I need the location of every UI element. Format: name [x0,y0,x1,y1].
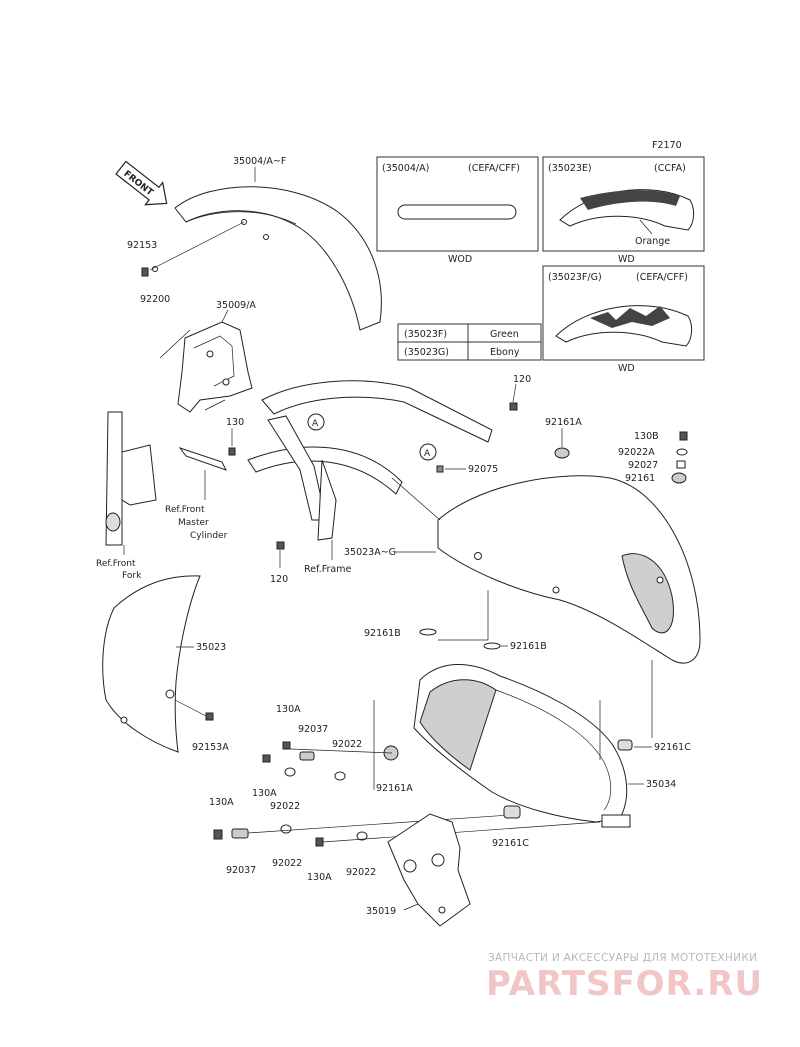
label-35004: 35004/A~F [233,156,286,167]
label-ref-master-cylinder-1: Ref.Front [165,505,205,515]
grommet-92161b-right [483,642,501,650]
label-ref-front-fork-1: Ref.Front [96,559,136,569]
inset-35023e-caption: WD [618,254,635,265]
label-92161a-top: 92161A [545,417,582,428]
inset-35023e: (35023E) (CCFA) Orange WD [542,156,705,265]
inset-35004a: (35004/A) (CEFA/CFF) WOD [376,156,539,265]
bolt-130b [679,431,688,441]
bolt-92153a [205,712,214,721]
washer-92022-4 [356,831,368,841]
label-92037-1: 92037 [298,724,328,735]
color-table-color-2: Ebony [490,347,520,358]
inset-35023e-note: Orange [635,236,670,247]
inset-35023fg: (35023F/G) (CEFA/CFF) WD [542,265,705,374]
color-table-code-2: (35023G) [404,347,449,358]
front-fork-reference [105,411,157,546]
bolt-92153 [141,266,158,277]
label-130: 130 [226,417,244,428]
inset-35023e-market: (CCFA) [654,163,686,174]
cushion-92161c-right [617,739,633,751]
label-130a-3: 130A [209,797,234,808]
bolt-130a-4 [315,837,324,847]
label-92161c-bottom: 92161C [492,838,529,849]
inset-35004a-market: (CEFA/CFF) [468,163,520,174]
label-35023ag: 35023A~G [344,547,396,558]
bolt-120-top [509,402,518,411]
callout-a-frame: A [312,419,319,429]
label-120-top: 120 [513,374,531,385]
grommet-92161 [671,472,687,484]
bolt-120-bottom [276,541,285,550]
callout-a-fender-label: A [424,449,431,459]
bolt-130a-1 [282,741,291,750]
front-fender-35004 [174,186,382,331]
grommet-92161a-top [554,447,570,459]
watermark-tagline: ЗАПЧАСТИ И АКСЕССУАРЫ ДЛЯ МОТОТЕХНИКИ [488,952,758,964]
label-92022-4: 92022 [346,867,376,878]
collar-92027 [676,460,686,469]
inset-35023fg-caption: WD [618,363,635,374]
inset-35023fg-code: (35023F/G) [548,272,602,283]
cushion-92161c-bottom [503,805,521,819]
label-92161: 92161 [625,473,655,484]
color-table-color-1: Green [490,329,519,340]
label-35009: 35009/A [216,300,256,311]
diagram-code: F2170 [652,140,682,151]
frame-reference: A [247,380,493,541]
label-92037-2: 92037 [226,865,256,876]
grommet-92161b-left [419,628,437,636]
label-92161a-bottom: 92161A [376,783,413,794]
collar-92037-1 [299,751,315,761]
label-92027: 92027 [628,460,658,471]
label-130a-1: 130A [276,704,301,715]
label-92153: 92153 [127,240,157,251]
label-35019: 35019 [366,906,396,917]
label-ref-front-fork-2: Fork [122,571,142,581]
collar-92037-2 [231,828,249,839]
label-ref-master-cylinder-3: Cylinder [190,531,228,541]
bolt-130 [228,447,236,456]
label-35034: 35034 [646,779,676,790]
license-bracket-35019 [387,813,471,927]
label-92022a: 92022A [618,447,655,458]
label-130b: 130B [634,431,659,442]
label-92022-2: 92022 [270,801,300,812]
washer-92022-1 [334,771,346,781]
label-ref-frame: Ref.Frame [304,564,351,575]
label-92200: 92200 [140,294,170,305]
bolt-130a-3 [213,829,223,840]
label-92161b-left: 92161B [364,628,401,639]
inset-35004a-code: (35004/A) [382,163,429,174]
color-table-code-1: (35023F) [404,329,447,340]
label-92153a: 92153A [192,742,229,753]
label-92161b-right: 92161B [510,641,547,652]
label-35023: 35023 [196,642,226,653]
inset-35004a-caption: WOD [448,254,472,265]
washer-92022-2 [284,767,296,777]
label-92161c-right: 92161C [654,742,691,753]
clip-92075 [436,465,444,473]
inset-35023fg-market: (CEFA/CFF) [636,272,688,283]
inner-fender-35034 [413,664,631,828]
front-direction-arrow: FRONT [115,160,168,206]
rear-fender-35023ag [437,475,701,664]
label-92075: 92075 [468,464,498,475]
color-table: (35023F) Green (35023G) Ebony [397,323,542,361]
bolt-130a-2 [262,754,271,763]
inset-35023e-code: (35023E) [548,163,592,174]
label-ref-master-cylinder-2: Master [178,518,209,528]
watermark-logo: PARTSFOR.RU [486,964,764,1004]
bracket-35009 [177,321,253,413]
label-92022-3: 92022 [272,858,302,869]
label-130a-4: 130A [307,872,332,883]
label-120-bottom: 120 [270,574,288,585]
callout-a-fender [419,443,437,461]
washer-92022-3 [280,824,292,834]
label-130a-2: 130A [252,788,277,799]
side-cover-35023 [102,575,201,753]
washer-92022a [676,448,688,456]
label-92022-1: 92022 [332,739,362,750]
